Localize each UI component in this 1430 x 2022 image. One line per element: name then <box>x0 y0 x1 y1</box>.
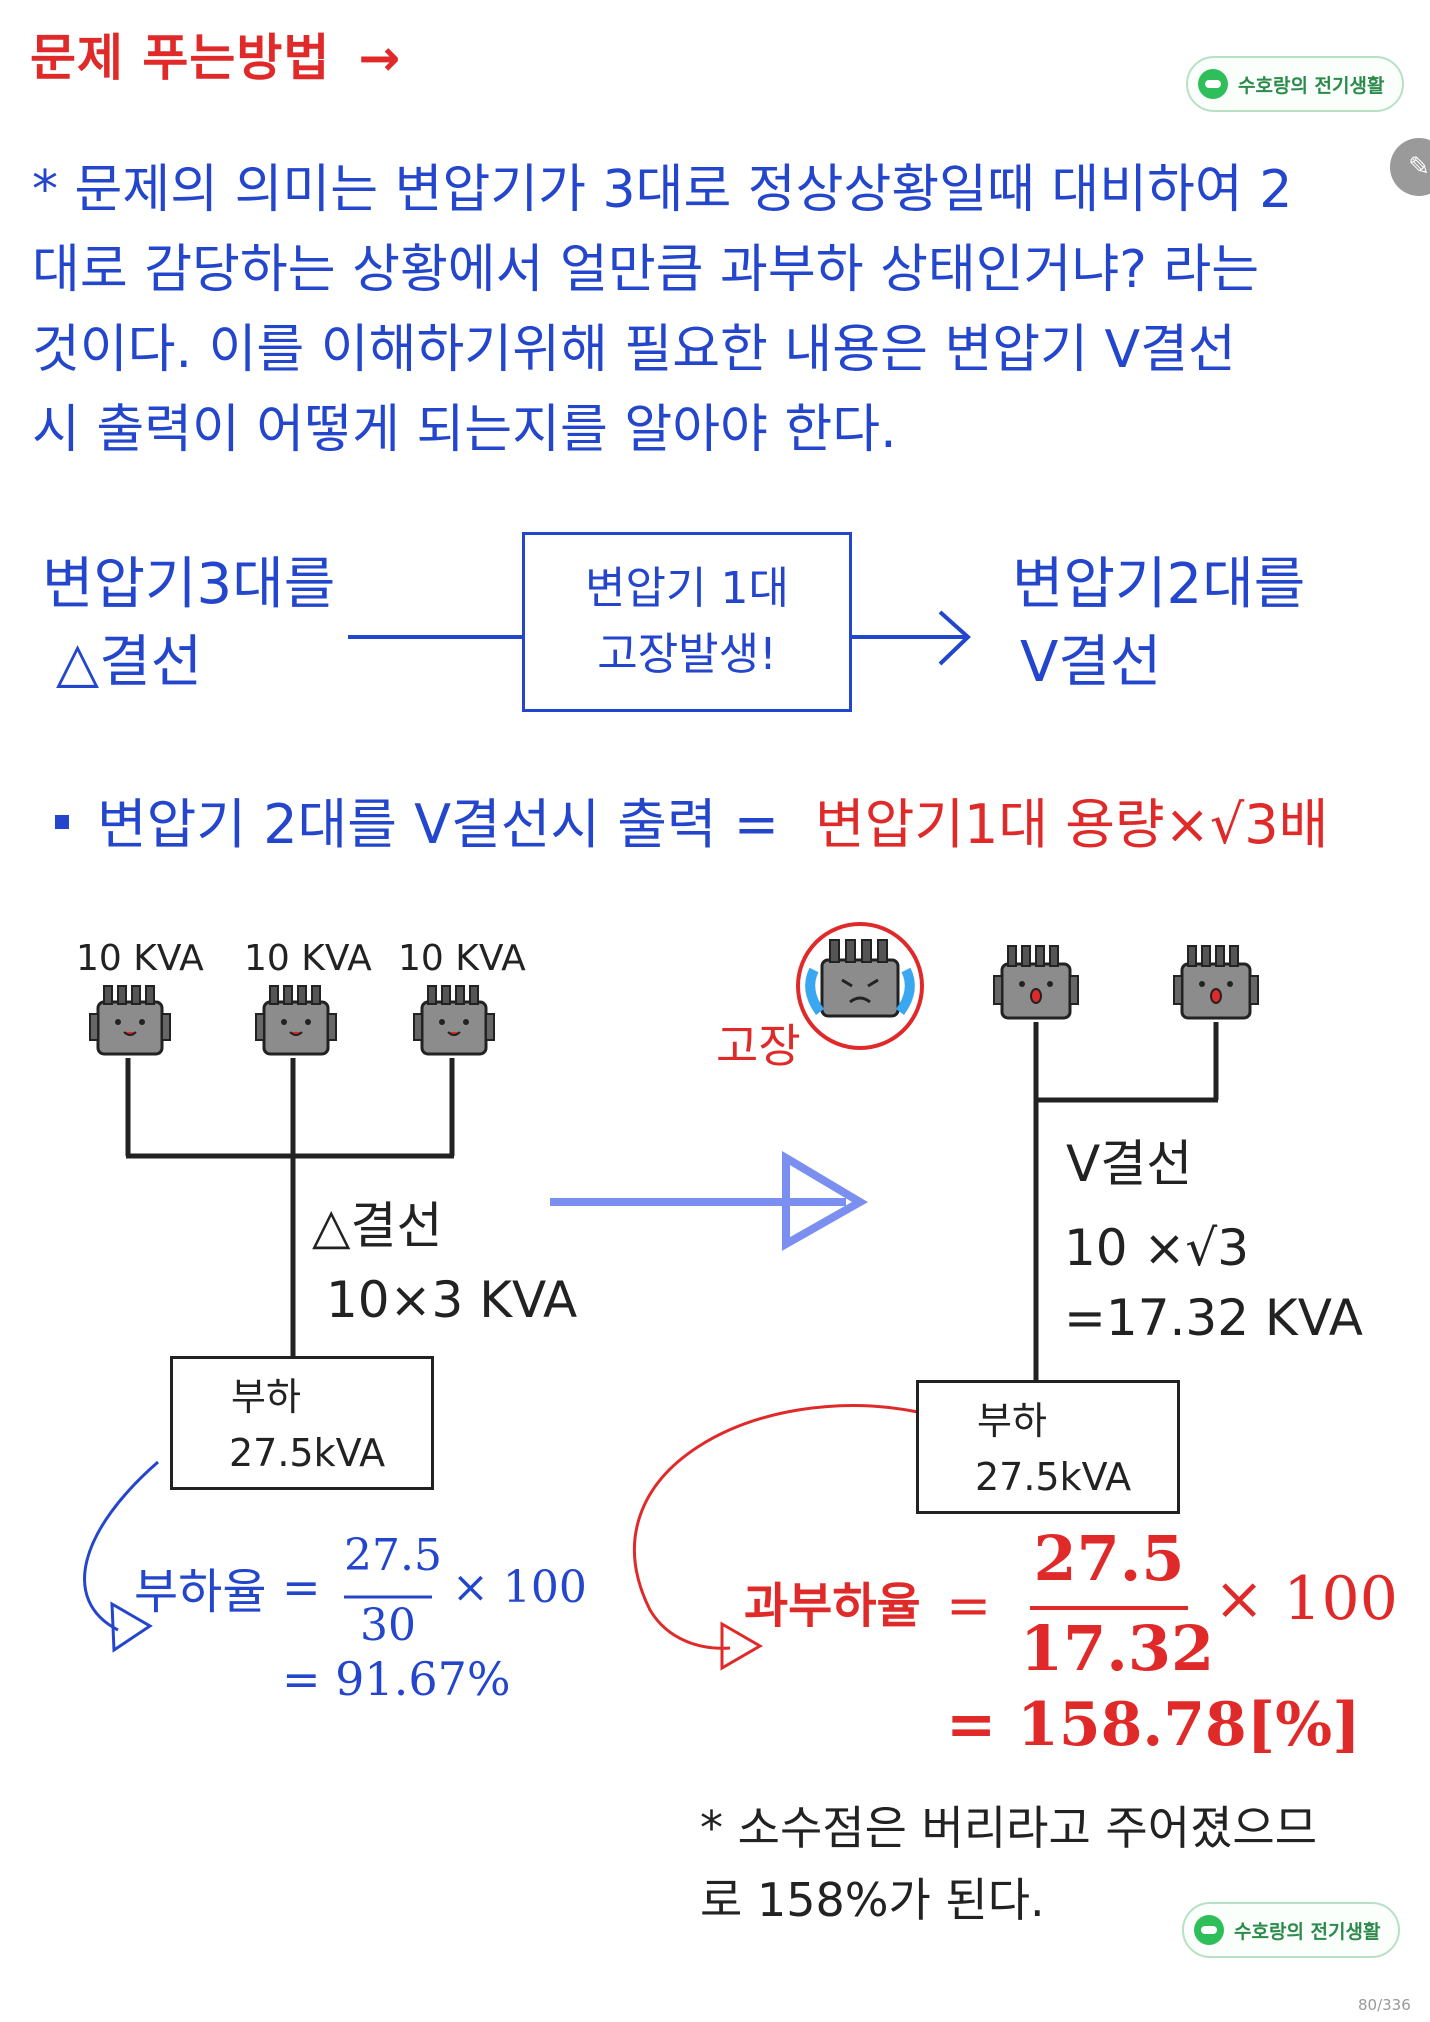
failure-box: 변압기 1대 고장발생! <box>522 532 852 712</box>
explanation-line: 대로 감당하는 상황에서 얼만큼 과부하 상태인거냐? 라는 <box>32 240 1260 300</box>
fraction-numerator: 27.5 <box>344 1530 442 1581</box>
channel-badge[interactable]: 수호랑의 전기생활 <box>1186 56 1405 112</box>
delta-connection-label: △결선 <box>312 1197 443 1255</box>
v-calc-line: 10 ×√3 <box>1064 1219 1250 1277</box>
fraction-denominator: 17.32 <box>1020 1612 1215 1685</box>
overload-ratio-label: 과부하율 <box>744 1578 921 1634</box>
flow-right-label: 변압기2대를 V결선 <box>1012 552 1306 695</box>
times-hundred: × 100 <box>1214 1564 1398 1634</box>
broken-label: 고장 <box>716 1019 801 1073</box>
transformer-icon <box>255 985 337 1056</box>
explanation-text: * 문제의 의미는 변압기가 3대로 정상상황일때 대비하여 2 대로 감당하는… <box>32 150 1402 470</box>
pencil-icon[interactable]: ✎ <box>1390 138 1430 196</box>
explanation-line: * 문제의 의미는 변압기가 3대로 정상상황일때 대비하여 2 <box>32 160 1293 220</box>
load-box: 부하 27.5kVA <box>916 1380 1180 1514</box>
v-connection-label: V결선 <box>1066 1135 1193 1193</box>
chat-bubble-icon <box>1198 69 1228 99</box>
transformer-icon <box>1173 945 1259 1020</box>
v-capacity-label: =17.32 KVA <box>1064 1289 1363 1347</box>
delta-capacity-label: 10×3 KVA <box>326 1271 578 1329</box>
rounding-note: * 소수점은 버리라고 주어졌으므 로 158%가 된다. <box>700 1801 1318 1927</box>
transformer-icon <box>413 985 495 1056</box>
equals-sign: = <box>282 1560 321 1614</box>
page-number: 80/336 <box>1358 1996 1411 2014</box>
chat-bubble-icon <box>1194 1915 1224 1945</box>
fraction-denominator: 30 <box>360 1600 416 1651</box>
explanation-line: 시 출력이 어떻게 되는지를 알아야 한다. <box>32 400 897 460</box>
channel-badge[interactable]: 수호랑의 전기생활 <box>1182 1902 1401 1958</box>
load-ratio-label: 부하율 <box>134 1564 267 1620</box>
overload-ratio-result: = 158.78[%] <box>946 1690 1361 1760</box>
flow-left-label: 변압기3대를 △결선 <box>42 552 336 695</box>
broken-transformer-icon <box>796 922 924 1050</box>
transformer-rating: 10 KVA <box>398 938 526 979</box>
equals-sign: = <box>946 1574 992 1637</box>
load-box: 부하 27.5kVA <box>170 1356 434 1490</box>
load-ratio-result: = 91.67% <box>282 1652 511 1706</box>
v-connection-formula: 변압기 2대를 V결선시 출력 =변압기1대 용량×√3배 <box>55 780 1328 859</box>
transformer-icon <box>89 985 171 1056</box>
bullet-icon <box>55 815 69 830</box>
transformer-icon <box>993 945 1079 1020</box>
times-hundred: × 100 <box>452 1562 587 1613</box>
transformer-rating: 10 KVA <box>76 938 204 979</box>
fraction-numerator: 27.5 <box>1033 1522 1185 1595</box>
explanation-line: 것이다. 이를 이해하기위해 필요한 내용은 변압기 V결선 <box>32 320 1236 380</box>
page-title: 문제 푸는방법→ <box>30 29 402 87</box>
transformer-rating: 10 KVA <box>244 938 372 979</box>
right-arrow-icon: → <box>358 29 402 87</box>
